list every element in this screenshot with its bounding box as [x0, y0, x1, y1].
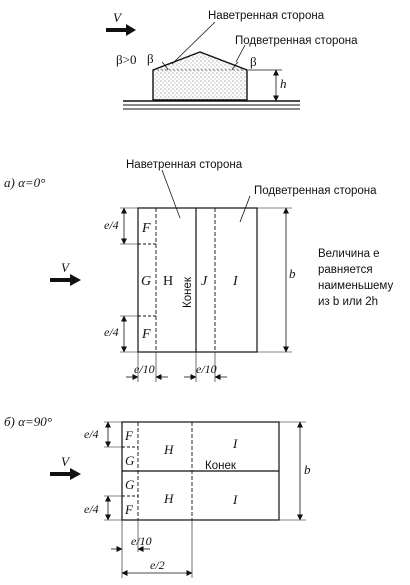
dim-e2-b [121, 520, 193, 578]
dim-e10-left-label-a: e/10 [134, 362, 155, 376]
windward-label-a: Наветренная сторона [126, 159, 243, 171]
windward-leader-a [161, 169, 181, 219]
zone-h: H [163, 274, 173, 289]
dim-e10-right-a [184, 352, 227, 382]
windward-label: Наветренная сторона [208, 10, 325, 22]
zone-i-bottom-b: I [232, 492, 238, 507]
beta-left-label: β [147, 51, 154, 66]
windward-leader [171, 21, 216, 65]
note-line-4: из b или 2h [318, 296, 378, 308]
dim-e10-label-b: e/10 [131, 534, 152, 548]
plan-alpha-90: б) α=90° F G H I Конек G H I F V [4, 414, 311, 578]
leeward-label-a: Подветренная сторона [254, 185, 377, 197]
zone-i-top-b: I [232, 436, 238, 451]
leeward-leader [235, 44, 246, 63]
ridge-label-a: Конек [182, 276, 194, 308]
dim-e4-top-label-a: e/4 [104, 218, 119, 232]
dim-e10-b [111, 520, 150, 578]
dim-e2-label-b: e/2 [150, 558, 165, 572]
dim-b-label-a: b [289, 266, 296, 281]
height-label: h [280, 76, 287, 91]
beta-left-arc [161, 61, 169, 71]
beta-right-label: β [250, 54, 257, 69]
leeward-leader-a [239, 195, 251, 223]
wind-label: V [113, 10, 123, 25]
zone-g: G [141, 274, 151, 289]
dim-b-a [257, 207, 292, 353]
note-line-2: равняется [318, 264, 373, 276]
zone-f-2-b: F [124, 502, 134, 517]
zone-h-bottom-b: H [163, 491, 174, 506]
zone-g-2-b: G [125, 477, 135, 492]
wind-arrow-a-icon [50, 274, 81, 286]
roof-plan-a [137, 207, 258, 353]
dim-e4-bottom-a [120, 315, 138, 353]
zone-i: I [232, 274, 239, 289]
zone-f-bottom: F [141, 327, 151, 342]
section-a-title: а) α=0° [4, 175, 45, 190]
plan-alpha-0: а) α=0° F G H Конек J I F V Наветренная … [4, 159, 393, 382]
dim-b-b [279, 421, 306, 521]
ridge-label-b: Конек [205, 460, 237, 472]
wind-arrow-icon [106, 24, 136, 36]
zone-j: J [201, 274, 208, 289]
dim-e10-left-a [126, 352, 168, 382]
ground-lines [123, 100, 300, 110]
dim-e4-bottom-label-b: e/4 [84, 502, 99, 516]
beta-condition: β>0 [116, 52, 136, 67]
beta-right-arc [231, 61, 239, 71]
zone-f-top: F [141, 221, 151, 236]
leeward-label: Подветренная сторона [235, 35, 358, 47]
building-section [152, 51, 248, 101]
dim-e4-bottom-b [104, 495, 122, 521]
zone-h-top-b: H [163, 442, 174, 457]
dim-e4-top-label-b: e/4 [84, 427, 99, 441]
zone-f-1-b: F [124, 428, 134, 443]
dim-e4-top-a [120, 207, 138, 245]
dim-e4-bottom-label-a: e/4 [104, 325, 119, 339]
zone-g-1-b: G [125, 453, 135, 468]
elevation-view: V β>0 β β Наветренная сторона Подветренн… [106, 10, 358, 110]
height-dimension [248, 69, 282, 102]
wind-label-a: V [61, 260, 71, 275]
wind-arrow-b-icon [50, 468, 81, 480]
note-line-3: наименьшему [318, 280, 393, 292]
wind-label-b: V [61, 454, 71, 469]
note-line-1: Величина e [318, 248, 380, 260]
dim-e10-right-label-a: e/10 [196, 362, 217, 376]
dim-b-label-b: b [304, 462, 311, 477]
dim-e4-top-b [104, 421, 122, 448]
section-b-title: б) α=90° [4, 414, 52, 429]
